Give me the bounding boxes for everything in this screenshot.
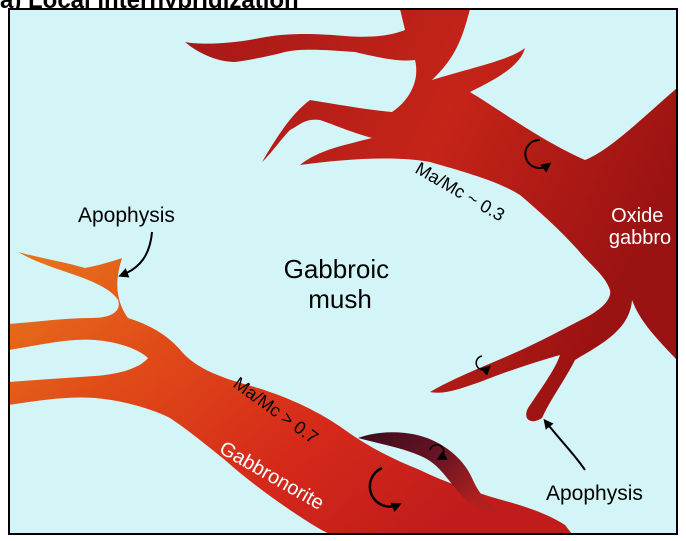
apophysis-left-label: Apophysis	[78, 204, 175, 227]
gabbroic-mush-line2: mush	[308, 284, 372, 314]
oxide-gabbro-line2: gabbro	[609, 227, 671, 249]
oxide-gabbro-label: Oxide gabbro	[609, 205, 671, 249]
apophysis-right-label: Apophysis	[546, 482, 643, 505]
oxide-gabbro-line1: Oxide	[611, 205, 663, 227]
gabbroic-mush-line1: Gabbroic	[284, 254, 390, 284]
